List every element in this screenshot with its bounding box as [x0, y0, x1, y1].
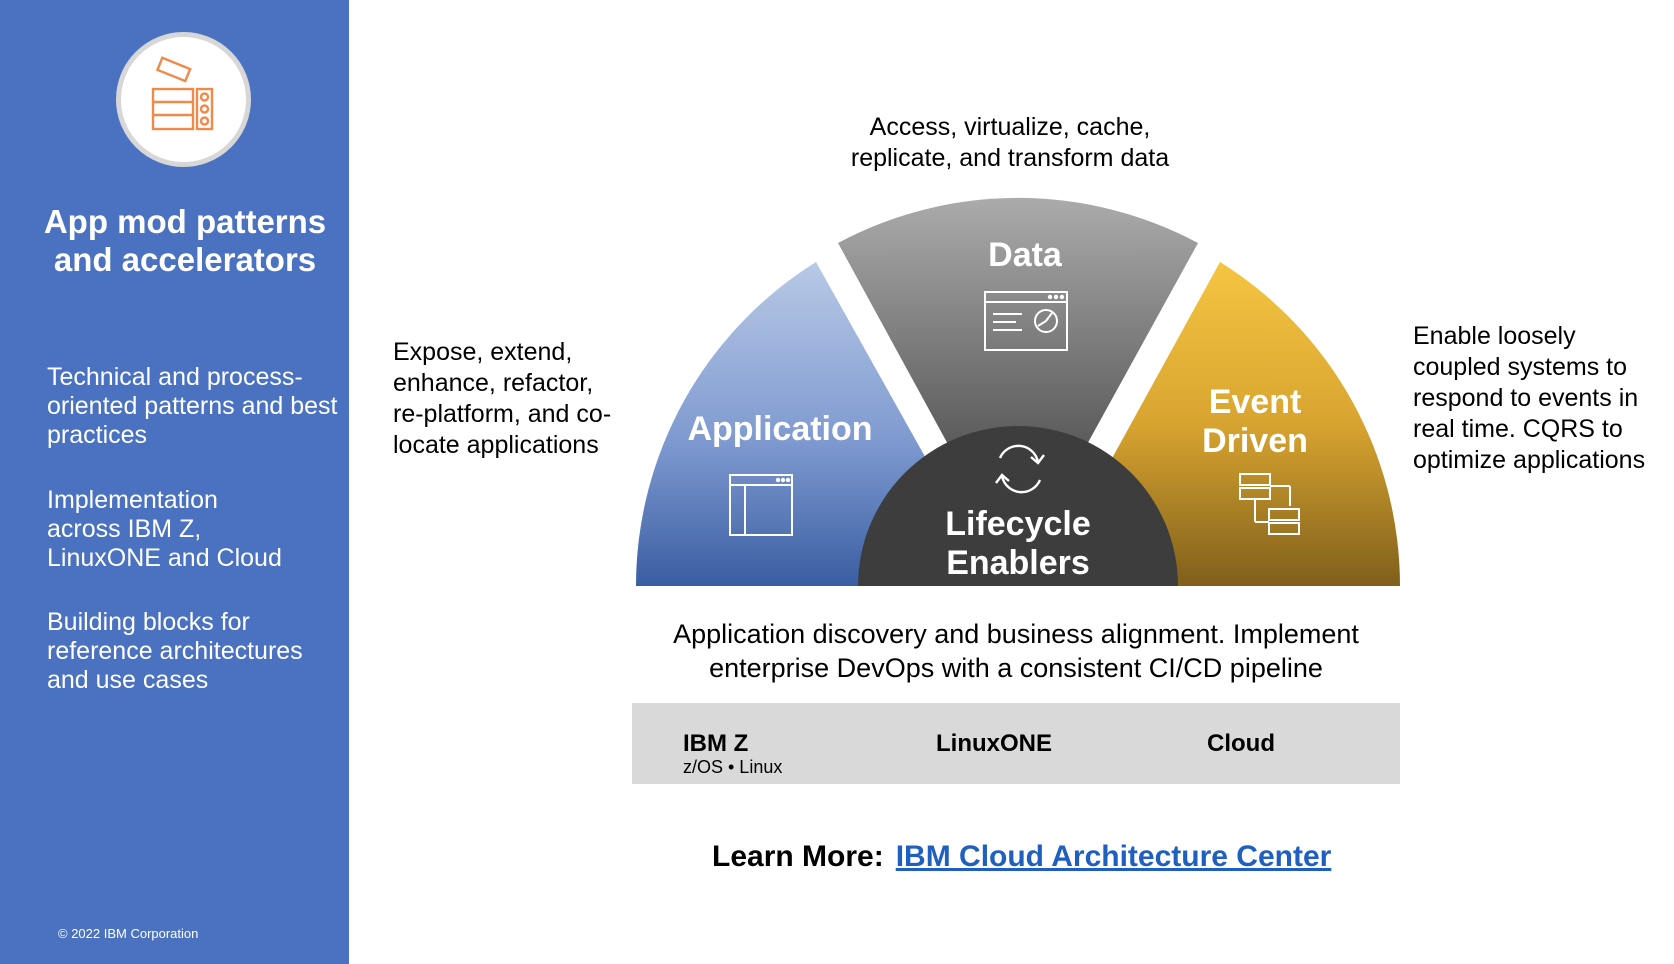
platform-cloud: Cloud [1207, 730, 1275, 757]
window-icon [729, 474, 793, 536]
application-callout: Expose, extend, enhance, refactor, re-pl… [393, 338, 612, 459]
learn-more-label: Learn More: [712, 840, 884, 873]
sidebar-bullet: Implementation across IBM Z, LinuxONE an… [47, 486, 282, 572]
event-callout: Enable loosely coupled systems to respon… [1413, 322, 1646, 474]
sidebar-bullet: Building blocks for reference architectu… [47, 608, 303, 694]
platform-bar: IBM Z z/OS • Linux LinuxONE Cloud [632, 703, 1400, 784]
lifecycle-segment [858, 426, 1178, 586]
sidebar-bullet: Technical and process-oriented patterns … [47, 363, 338, 449]
application-label: Application [687, 410, 873, 448]
platform-linuxone: LinuxONE [936, 730, 1053, 757]
learn-more: Learn More: IBM Cloud Architecture Center [712, 840, 1331, 874]
lifecycle-label: Lifecycle Enablers [945, 505, 1091, 582]
architecture-center-link[interactable]: IBM Cloud Architecture Center [895, 840, 1332, 873]
copyright: © 2022 IBM Corporation [58, 926, 199, 941]
data-label: Data [988, 236, 1062, 274]
event-driven-segment [1110, 262, 1400, 586]
application-segment [636, 262, 928, 586]
platform-ibm-z-sub: z/OS • Linux [683, 757, 783, 777]
data-callout: Access, virtualize, cache, replicate, an… [850, 113, 1170, 172]
refresh-cycle-icon [995, 444, 1045, 494]
sidebar-title: App mod patterns and accelerators [43, 203, 327, 278]
sidebar: App mod patterns and accelerators Techni… [0, 0, 349, 964]
app-modernization-icon [116, 32, 251, 167]
platform-ibm-z: IBM Z [683, 730, 749, 757]
event-driven-label: Event Driven [1202, 383, 1308, 460]
data-segment [838, 197, 1198, 448]
dashboard-window-icon [984, 291, 1068, 351]
lifecycle-callout: Application discovery and business align… [673, 619, 1359, 683]
servers-flow-icon [1239, 473, 1300, 535]
